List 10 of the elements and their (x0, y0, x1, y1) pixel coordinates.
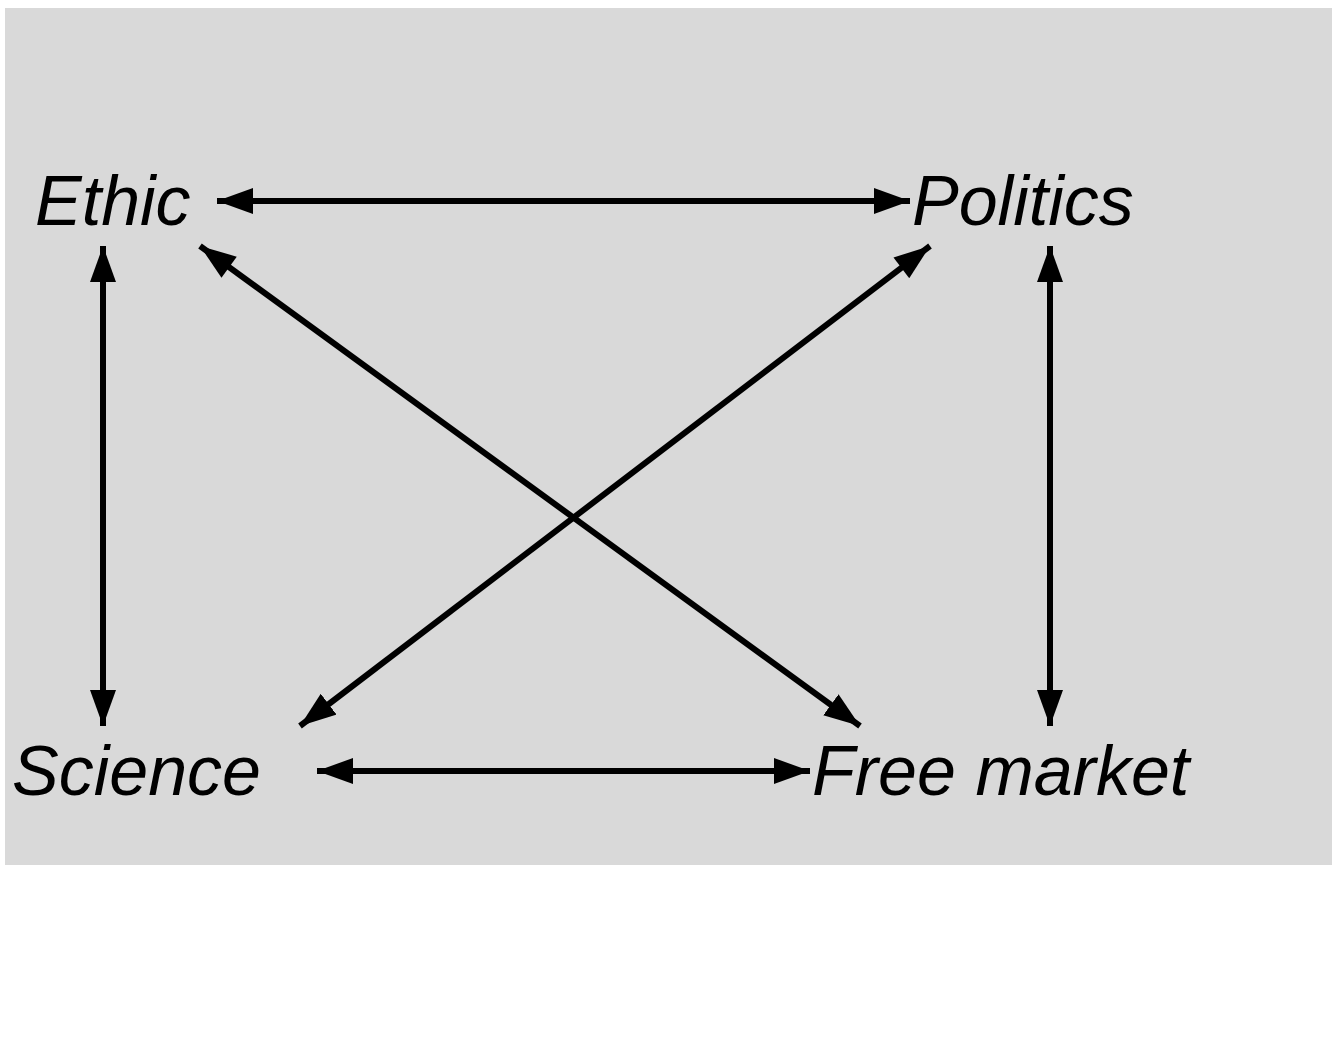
double-arrow (90, 246, 116, 726)
concept-label: Ethic (35, 158, 191, 244)
double-arrow (1037, 246, 1063, 726)
double-arrow (198, 243, 862, 729)
double-arrow (217, 188, 910, 214)
concept-label: Politics (912, 158, 1134, 244)
concept-label: Free market (812, 728, 1190, 814)
double-arrow (298, 243, 932, 729)
double-arrow (317, 758, 810, 784)
concept-label: Science (12, 728, 262, 814)
